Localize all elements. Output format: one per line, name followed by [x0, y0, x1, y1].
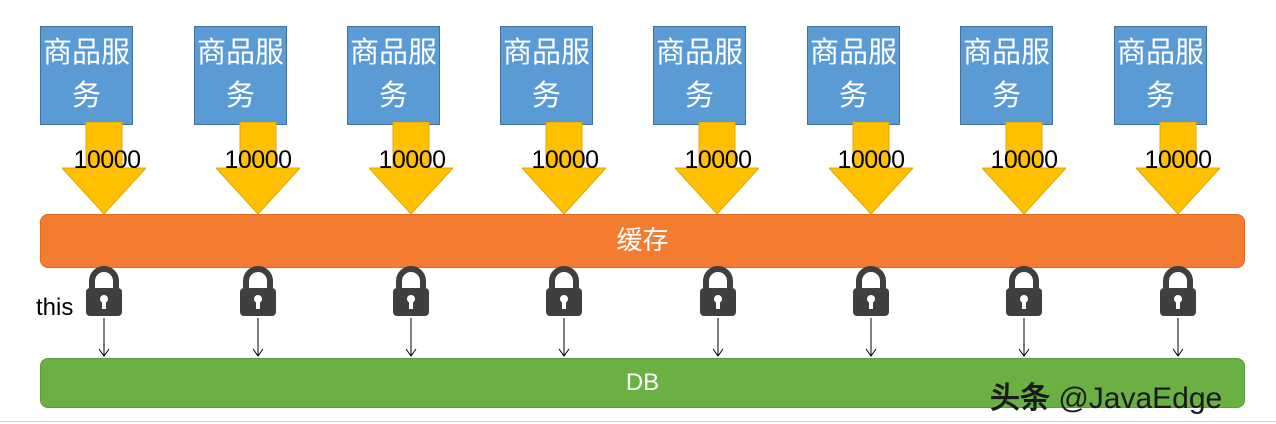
padlock-icon — [700, 266, 736, 316]
request-count-5: 10000 — [684, 146, 752, 174]
request-count-6: 10000 — [837, 146, 905, 174]
watermark-brand: 头条 — [990, 381, 1050, 416]
down-arrow-icon — [829, 122, 913, 214]
padlock-icon — [86, 266, 122, 316]
service-box-6: 商品服务 — [807, 26, 900, 125]
watermark-handle: @JavaEdge — [1058, 382, 1223, 415]
service-box-7: 商品服务 — [960, 26, 1053, 125]
service-box-2: 商品服务 — [194, 26, 287, 125]
request-count-4: 10000 — [531, 146, 599, 174]
service-box-5: 商品服务 — [653, 26, 746, 125]
service-box-3: 商品服务 — [347, 26, 440, 125]
bottom-divider — [0, 421, 1276, 422]
service-box-4: 商品服务 — [500, 26, 593, 125]
connector-arrow — [405, 318, 417, 357]
watermark: 头条 @JavaEdge — [990, 373, 1222, 417]
request-count-2: 10000 — [224, 146, 292, 174]
lock-target-label: this — [36, 294, 74, 321]
cache-bar: 缓存 — [40, 214, 1245, 268]
down-arrow-icon — [675, 122, 759, 214]
request-count-3: 10000 — [378, 146, 446, 174]
connector-arrow — [1018, 318, 1030, 357]
down-arrow-icon — [216, 122, 300, 214]
service-box-8: 商品服务 — [1114, 26, 1207, 125]
down-arrow-icon — [522, 122, 606, 214]
connector-arrow — [712, 318, 724, 357]
connector-arrow — [558, 318, 570, 357]
padlock-icon — [1006, 266, 1042, 316]
down-arrow-icon — [1136, 122, 1220, 214]
request-count-1: 10000 — [73, 146, 141, 174]
padlock-icon — [853, 266, 889, 316]
padlock-icon — [393, 266, 429, 316]
padlock-icon — [546, 266, 582, 316]
connector-arrow — [98, 318, 110, 357]
padlock-icon — [1160, 266, 1196, 316]
down-arrow-icon — [982, 122, 1066, 214]
connector-arrow — [865, 318, 877, 357]
db-bar: DB — [40, 358, 1245, 408]
connector-arrow — [1172, 318, 1184, 357]
down-arrow-icon — [369, 122, 453, 214]
request-count-7: 10000 — [990, 146, 1058, 174]
padlock-icon — [240, 266, 276, 316]
down-arrow-icon — [62, 122, 146, 214]
request-count-8: 10000 — [1144, 146, 1212, 174]
connector-arrow — [252, 318, 264, 357]
service-box-1: 商品服务 — [40, 26, 133, 125]
